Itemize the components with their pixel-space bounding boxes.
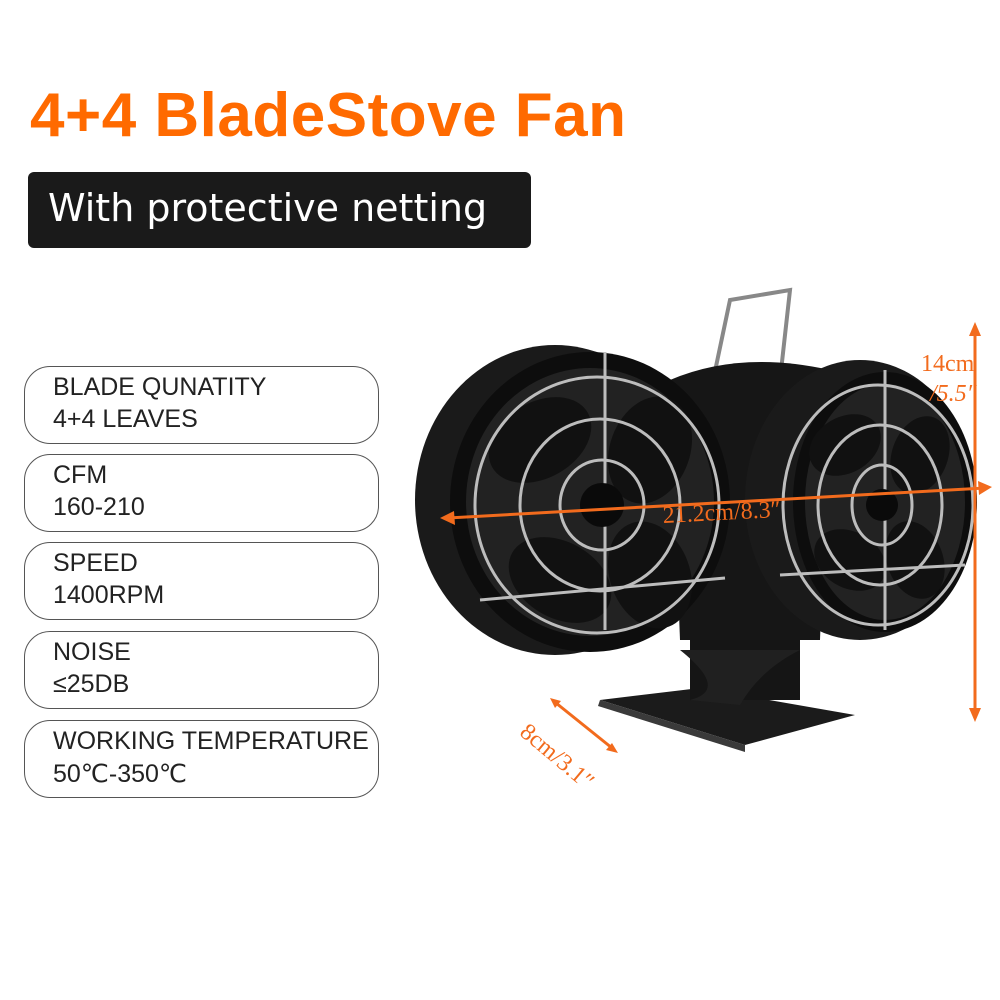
dimension-lines (440, 322, 992, 753)
width-line (447, 486, 986, 520)
spec-card-noise: NOISE ≤25DB (24, 631, 379, 709)
stove-fan-image (415, 287, 992, 753)
height-cm-label: 14cm (921, 351, 975, 377)
spec-value: 50℃-350℃ (53, 760, 187, 788)
handle (708, 287, 793, 396)
spec-card-blade-quantity: BLADE QUNATITY 4+4 LEAVES (24, 366, 379, 444)
spec-label: CFM (53, 461, 108, 489)
spec-value: ≤25DB (53, 670, 130, 698)
spec-label: SPEED (53, 549, 138, 577)
spec-card-working-temperature: WORKING TEMPERATURE 50℃-350℃ (24, 720, 379, 798)
subtitle-banner: With protective netting (28, 172, 531, 248)
subtitle-text: With protective netting (48, 186, 488, 230)
spec-value: 1400RPM (53, 581, 165, 609)
fan-base-plate (600, 688, 855, 745)
spec-label: WORKING TEMPERATURE (53, 727, 369, 755)
page-title: 4+4 BladeStove Fan (30, 81, 627, 150)
right-fan-guard (779, 370, 975, 630)
spec-value: 4+4 LEAVES (53, 405, 198, 433)
height-in-label: /5.5″ (930, 381, 977, 407)
depth-line (555, 701, 613, 750)
spec-label: NOISE (53, 638, 131, 666)
spec-card-cfm: CFM 160-210 (24, 454, 379, 532)
spec-label: BLADE QUNATITY (53, 373, 267, 401)
spec-value: 160-210 (53, 493, 145, 521)
spec-card-speed: SPEED 1400RPM (24, 542, 379, 620)
